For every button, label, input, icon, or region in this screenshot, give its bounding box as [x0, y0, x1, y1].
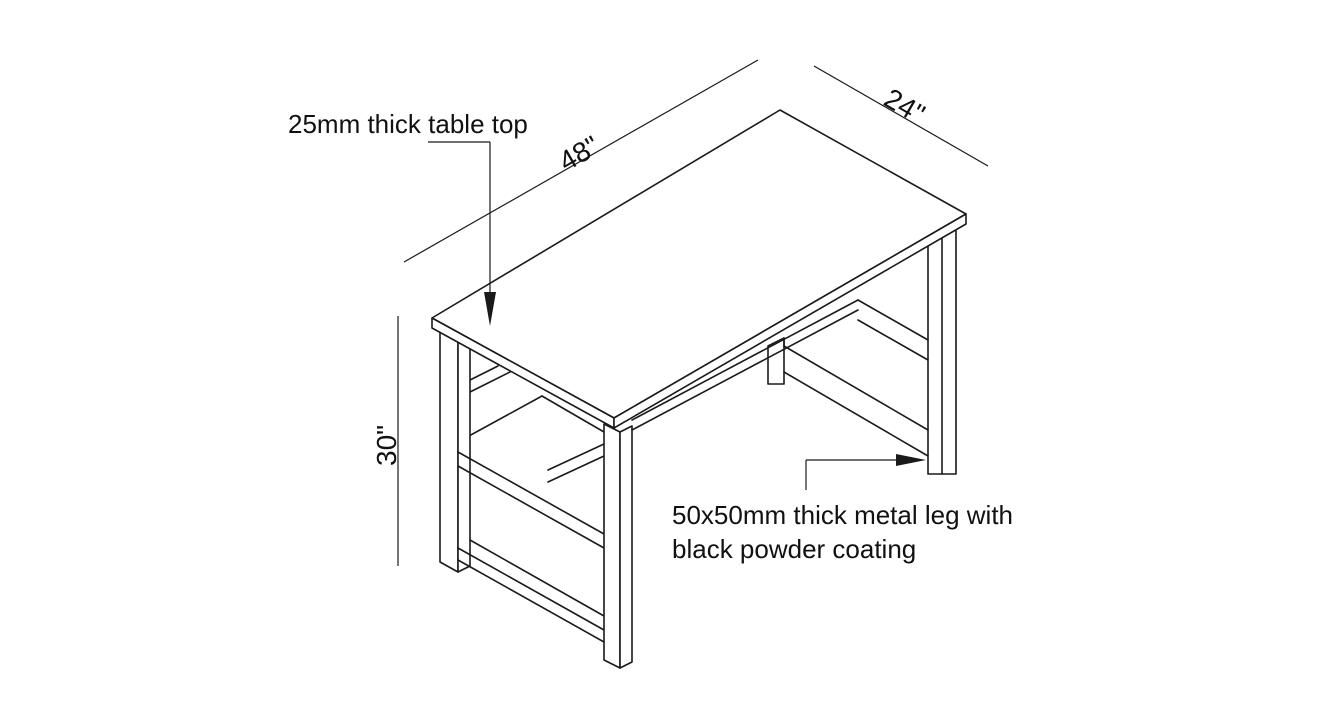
arrowhead-icon — [484, 292, 496, 326]
back-right-leg-frame — [767, 221, 957, 475]
dimension-length-line — [403, 59, 759, 263]
table-top — [431, 109, 967, 429]
leg-note-line-1: 50x50mm thick metal leg with — [672, 500, 1013, 530]
length-dimension-label: 48" — [554, 130, 605, 177]
arrowhead-icon — [896, 454, 926, 466]
width-dimension-label: 24" — [879, 82, 930, 129]
dimension-width-line — [813, 65, 989, 167]
left-shelf-frame — [457, 365, 605, 483]
front-right-leg — [603, 423, 633, 669]
leg-callout-arrow — [805, 454, 926, 490]
top-callout-arrow — [428, 141, 496, 326]
height-dimension-label: 30" — [371, 425, 402, 466]
top-thickness-note: 25mm thick table top — [288, 109, 528, 139]
apron-rail — [631, 299, 859, 431]
leg-note-line-2: black powder coating — [672, 534, 916, 564]
